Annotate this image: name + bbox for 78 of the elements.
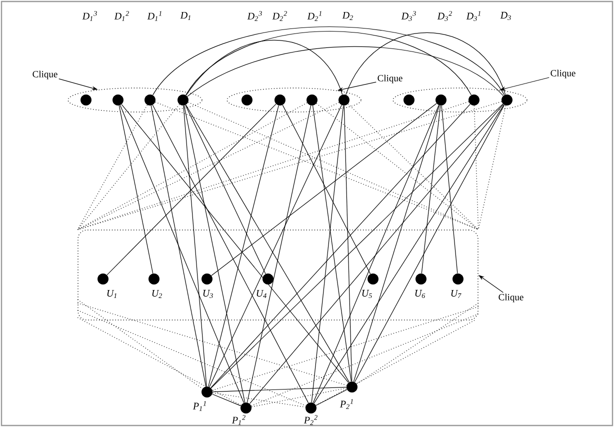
line: [212, 394, 242, 406]
line: [246, 105, 312, 403]
line: [208, 105, 279, 387]
vertex-dot: [80, 94, 92, 106]
line: [186, 104, 350, 382]
dotted-line: [77, 310, 306, 406]
line: [185, 104, 266, 274]
vertex-dot: [404, 94, 414, 106]
vertex-dot: [306, 94, 318, 106]
line: [316, 389, 348, 406]
dotted-line: [316, 103, 479, 230]
vertex-label: U$_{4}$: [256, 290, 266, 298]
vertex-label: U$_{2}$: [152, 290, 162, 298]
vertex-label: U$_{1}$: [107, 290, 116, 298]
clique-label: Clique: [32, 70, 58, 80]
vertex-dot: [178, 94, 188, 106]
line: [421, 105, 441, 274]
vertex-dot: [502, 94, 512, 106]
clique-label: Clique: [498, 294, 524, 302]
clique-label: Clique: [550, 70, 576, 78]
dotted-line: [77, 317, 242, 406]
arc: [186, 30, 472, 96]
vertex-label: D$_{1}$: [180, 12, 190, 20]
line: [152, 104, 309, 404]
line: [353, 105, 440, 382]
line: [312, 105, 352, 382]
vertex-label: U$_{5}$: [362, 290, 372, 298]
line: [212, 386, 347, 392]
arc: [187, 46, 504, 97]
vertex-label: U$_{6}$: [415, 290, 426, 298]
line: [121, 104, 349, 383]
line: [150, 105, 206, 387]
vertex-dot: [468, 94, 480, 106]
dotted-line: [474, 105, 479, 230]
dotted-line: [348, 104, 479, 230]
dotted-line: [77, 104, 180, 230]
arc: [346, 32, 506, 95]
line: [441, 105, 458, 274]
dotted-line: [250, 314, 479, 406]
line: [106, 104, 276, 276]
vertex-dot: [112, 94, 124, 106]
line: [314, 104, 504, 404]
line: [344, 105, 352, 382]
vertex-dot: [436, 94, 446, 106]
line: [249, 104, 504, 404]
dotted-line: [356, 302, 479, 384]
line: [118, 105, 154, 274]
dotted-line: [478, 105, 506, 230]
vertex-dot: [338, 94, 350, 106]
line: [282, 104, 371, 274]
vertex-label: U$_{7}$: [451, 290, 462, 298]
dotted-line: [251, 388, 347, 408]
dotted-line: [212, 392, 306, 408]
line: [120, 104, 244, 404]
vertex-label: U$_{3}$: [203, 290, 213, 298]
dotted-ellipse: [392, 88, 528, 112]
vertex-dot: [144, 94, 156, 106]
line: [211, 103, 437, 276]
line: [183, 105, 207, 387]
arc: [186, 40, 343, 96]
vertex-label: D$_{2}$: [342, 12, 353, 20]
vertex-dot: [242, 94, 252, 106]
line: [354, 104, 505, 382]
arc: [152, 26, 505, 96]
dotted-ellipse: [68, 88, 202, 112]
dotted-ellipse: [226, 88, 362, 112]
vertex-dot: [274, 94, 286, 106]
line: [184, 105, 246, 403]
dotted-line: [212, 306, 479, 391]
line: [209, 104, 342, 388]
vertex-label: D$_{3}$: [500, 12, 511, 20]
dotted-line: [77, 302, 347, 386]
dotted-rectangle: [78, 230, 478, 320]
dotted-line: [316, 320, 475, 406]
line: [312, 104, 440, 404]
clique-label: Clique: [378, 74, 402, 84]
line: [311, 105, 344, 403]
dotted-line: [77, 299, 203, 390]
